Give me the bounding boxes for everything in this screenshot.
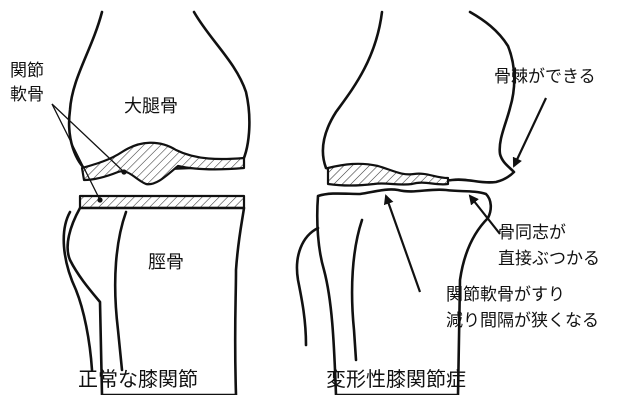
label-spur: 骨棘ができる	[494, 67, 596, 87]
normal-tibia-cartilage	[80, 196, 244, 208]
label-cartilage-wear-line2: 減り間隔が狭くなる	[446, 311, 599, 331]
cartilage-leader-dot-upper	[121, 169, 126, 174]
spur-arrow	[514, 98, 546, 166]
caption-normal-knee: 正常な膝関節	[78, 367, 198, 391]
normal-knee	[52, 12, 249, 395]
label-cartilage-line1: 関節	[10, 61, 44, 81]
label-cartilage-line2: 軟骨	[10, 85, 44, 105]
caption-arthritic-knee: 変形性膝関節症	[326, 367, 466, 391]
label-femur: 大腿骨	[124, 96, 178, 117]
label-bone-contact-line2: 直接ぶつかる	[498, 249, 600, 269]
arthritic-femur-shape	[323, 12, 514, 182]
arthritic-fibula-shape	[297, 228, 318, 345]
label-cartilage-wear-line1: 関節軟骨がすり	[446, 285, 565, 305]
label-tibia: 脛骨	[148, 252, 184, 273]
cartilage-leader-dot-lower	[97, 197, 102, 202]
label-bone-contact-line1: 骨同志が	[498, 223, 566, 243]
